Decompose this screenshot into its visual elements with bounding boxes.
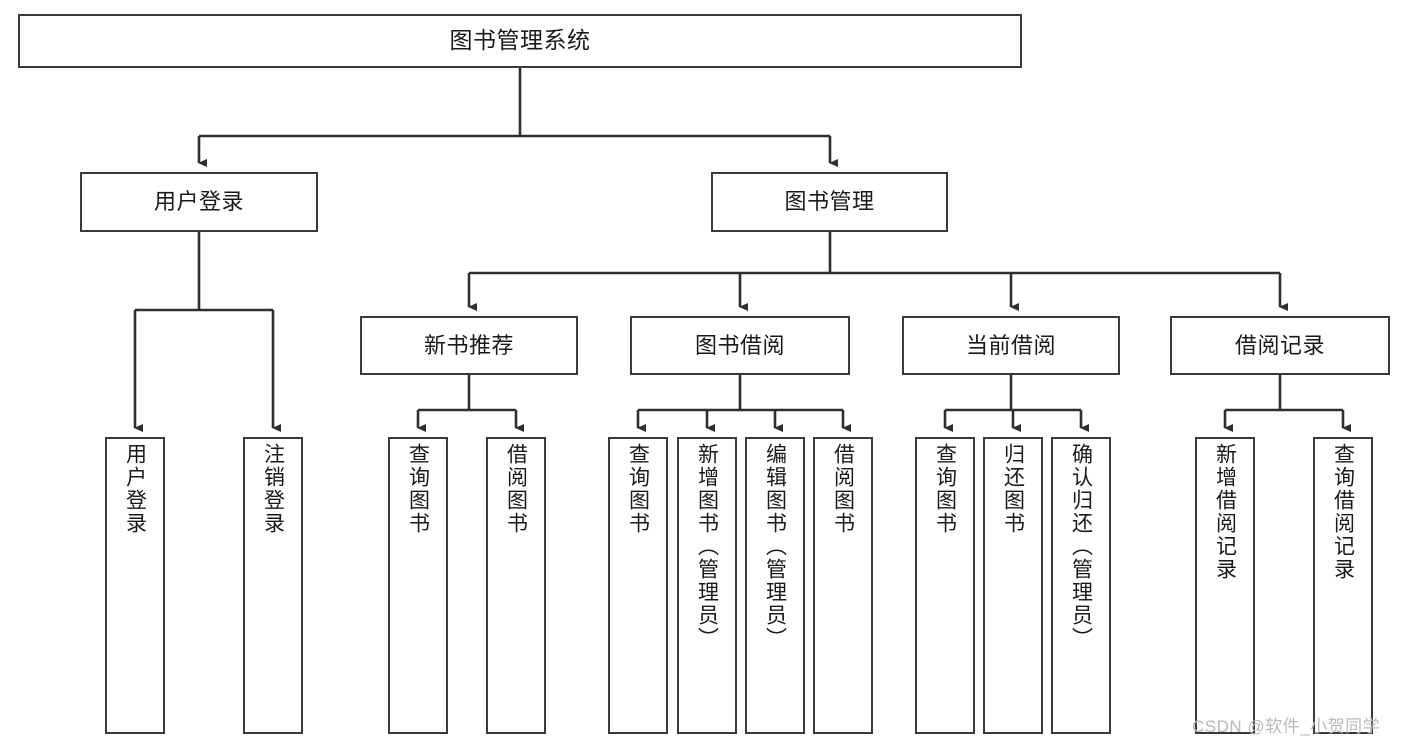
watermark-text: CSDN @软件_小贺同学 [1192,717,1381,736]
node-book-borrow-label: 图书借阅 [694,332,785,358]
node-book-manage-label: 图书管理 [784,189,875,215]
node-leaf-borrow-book-1-label: 借阅图书 [504,443,528,535]
node-leaf-user-logout[interactable]: 注销登录 [243,437,303,734]
node-current-borrow[interactable]: 当前借阅 [902,316,1120,375]
node-book-borrow[interactable]: 图书借阅 [630,316,850,375]
node-current-borrow-label: 当前借阅 [965,332,1056,358]
node-new-book-rec[interactable]: 新书推荐 [360,316,578,375]
node-leaf-user-login[interactable]: 用户登录 [105,437,165,734]
node-user-login[interactable]: 用户登录 [80,172,318,232]
node-leaf-add-record-label: 新增借阅记录 [1213,443,1237,581]
node-leaf-query-book-3[interactable]: 查询图书 [915,437,975,734]
node-leaf-edit-book[interactable]: 编辑图书（管理员） [745,437,805,734]
node-leaf-add-book[interactable]: 新增图书（管理员） [677,437,737,734]
node-leaf-user-login-label: 用户登录 [123,443,147,535]
node-leaf-query-book-3-label: 查询图书 [933,443,957,535]
node-leaf-query-book-2-label: 查询图书 [626,443,650,535]
node-leaf-confirm-return-label: 确认归还（管理员） [1069,443,1093,650]
node-leaf-borrow-book-2-label: 借阅图书 [831,443,855,535]
node-leaf-query-book-1[interactable]: 查询图书 [388,437,448,734]
node-leaf-user-logout-label: 注销登录 [261,443,285,535]
node-leaf-borrow-book-1[interactable]: 借阅图书 [486,437,546,734]
node-user-login-label: 用户登录 [153,189,244,215]
node-leaf-edit-book-label: 编辑图书（管理员） [763,443,787,650]
node-borrow-record-label: 借阅记录 [1234,332,1325,358]
node-leaf-return-book[interactable]: 归还图书 [983,437,1043,734]
node-leaf-query-record[interactable]: 查询借阅记录 [1313,437,1373,734]
node-leaf-return-book-label: 归还图书 [1001,443,1025,535]
node-new-book-rec-label: 新书推荐 [423,332,514,358]
node-book-manage[interactable]: 图书管理 [711,172,948,232]
node-leaf-borrow-book-2[interactable]: 借阅图书 [813,437,873,734]
node-leaf-add-book-label: 新增图书（管理员） [695,443,719,650]
node-leaf-query-record-label: 查询借阅记录 [1331,443,1355,581]
node-root[interactable]: 图书管理系统 [18,14,1022,68]
node-borrow-record[interactable]: 借阅记录 [1170,316,1390,375]
node-leaf-confirm-return[interactable]: 确认归还（管理员） [1051,437,1111,734]
node-root-label: 图书管理系统 [449,27,591,54]
node-leaf-query-book-1-label: 查询图书 [406,443,430,535]
node-leaf-query-book-2[interactable]: 查询图书 [608,437,668,734]
node-leaf-add-record[interactable]: 新增借阅记录 [1195,437,1255,734]
